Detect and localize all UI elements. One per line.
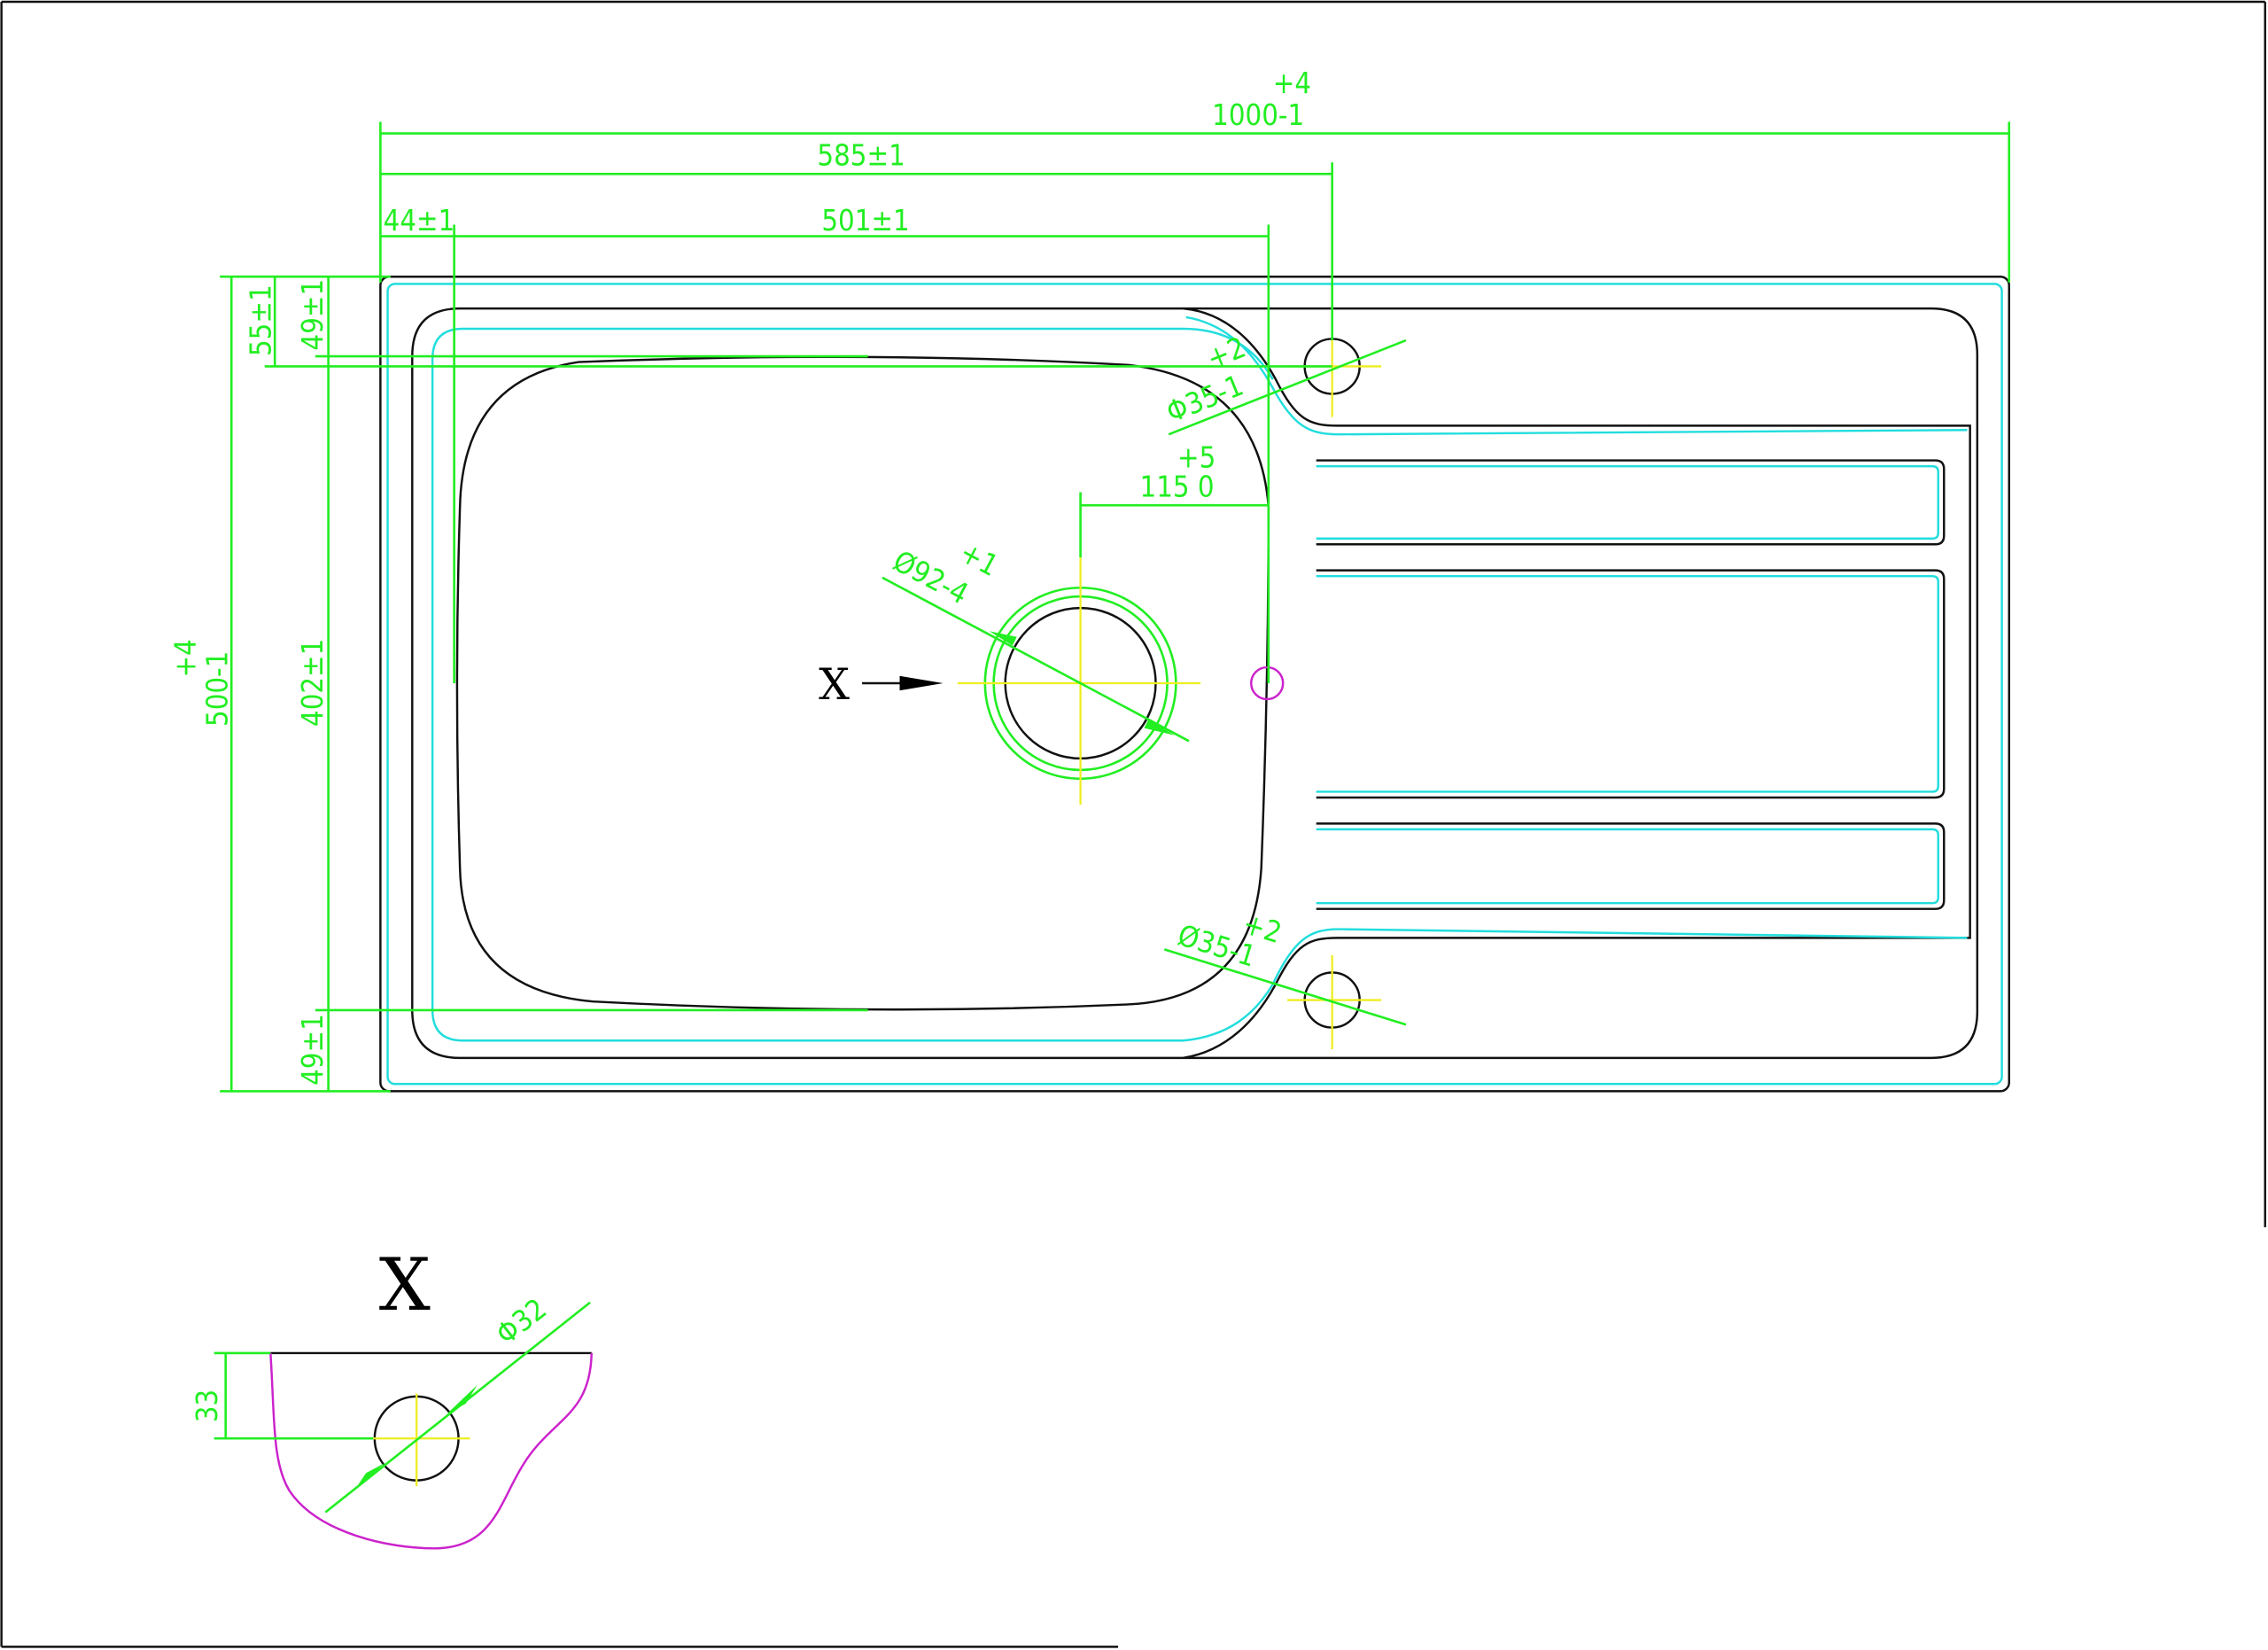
vertical-dimensions: [220, 275, 1332, 1093]
dim-overall-width-tol: +4: [1273, 66, 1311, 100]
detail-title: X: [379, 1243, 431, 1327]
view-marker-label: X: [819, 659, 850, 710]
detail-view-x: X 33 Φ32: [190, 1243, 593, 1550]
dim-top-margin-outer: 55±1: [244, 284, 277, 356]
overflow-marker: [1250, 665, 1285, 701]
dim-left-margin: 44±1: [384, 204, 455, 237]
dim-bowl-width: 501±1: [821, 204, 909, 237]
tap-hole-bottom: [1163, 948, 1407, 1050]
detail-hole-diameter: Φ32: [490, 1292, 553, 1351]
dim-bottom-margin: 49±1: [296, 1014, 330, 1086]
detail-hole-offset: 33: [190, 1389, 224, 1422]
dim-waste-offset-tol: +5: [1177, 441, 1216, 475]
dim-waste-offset: 115 0: [1140, 470, 1215, 503]
drainboard-grooves: [1316, 459, 1946, 910]
waste-outlet: [882, 556, 1201, 806]
dim-top-margin-inner: 49±1: [296, 279, 330, 351]
dim-overall-width: 1000-1: [1212, 98, 1304, 132]
dim-overall-depth: 500-1: [200, 651, 234, 727]
dim-overall-depth-tol: +4: [168, 639, 202, 677]
horizontal-dimensions: [379, 121, 2011, 683]
dim-tap-hole-offset: 585±1: [817, 139, 905, 173]
dim-bowl-depth: 402±1: [296, 639, 330, 727]
view-marker-arrow: [862, 675, 944, 691]
